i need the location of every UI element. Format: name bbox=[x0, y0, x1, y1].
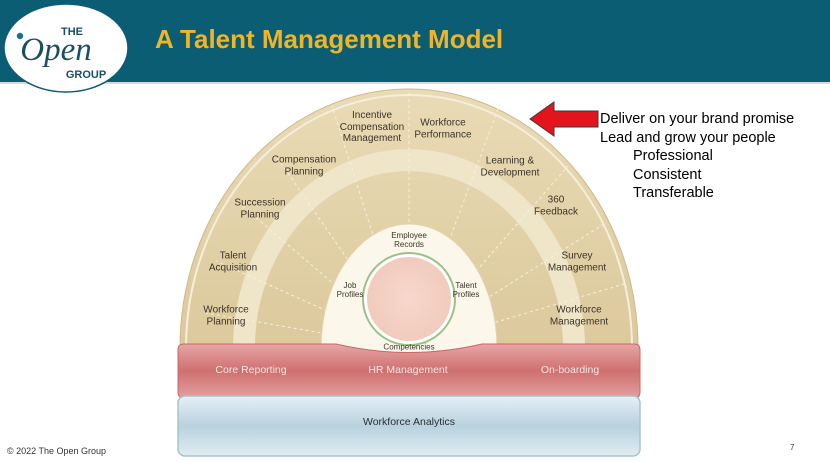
slide-title: A Talent Management Model bbox=[155, 24, 504, 54]
bullet-sub: Transferable bbox=[633, 185, 714, 201]
label-on-boarding: On-boarding bbox=[540, 363, 600, 376]
page-number: 7 bbox=[790, 443, 795, 452]
outer-ring bbox=[179, 88, 639, 349]
label-learning-development: Learning &Development bbox=[480, 155, 540, 179]
logo-text-open: Open bbox=[20, 32, 91, 68]
label-workforce-analytics: Workforce Analytics bbox=[362, 415, 456, 428]
workforce-analytics-bar bbox=[177, 395, 641, 457]
hr-management-band bbox=[177, 343, 641, 399]
bullet-sub: Consistent bbox=[633, 166, 702, 183]
bullet-main: Lead and grow your people bbox=[600, 129, 776, 146]
header-divider bbox=[0, 82, 830, 84]
label-competencies: Competencies bbox=[383, 342, 435, 352]
slide-header bbox=[0, 0, 830, 82]
logo-text-the: THE bbox=[61, 26, 83, 38]
bullet-sub: Professional bbox=[633, 148, 713, 164]
logo-dot-icon bbox=[16, 32, 24, 40]
key-points-list: Deliver on your brand promise Lead and g… bbox=[600, 110, 794, 203]
label-core-reporting: Core Reporting bbox=[215, 363, 287, 376]
open-group-logo: THE Open GROUP bbox=[2, 2, 130, 94]
label-hr-management: HR Management bbox=[368, 363, 448, 376]
red-arrow-icon bbox=[529, 101, 599, 137]
center-circle bbox=[367, 257, 451, 341]
bullet-main: Deliver on your brand promise bbox=[600, 111, 795, 127]
logo-text-group: GROUP bbox=[66, 69, 106, 81]
copyright-footer: © 2022 The Open Group bbox=[7, 446, 107, 456]
